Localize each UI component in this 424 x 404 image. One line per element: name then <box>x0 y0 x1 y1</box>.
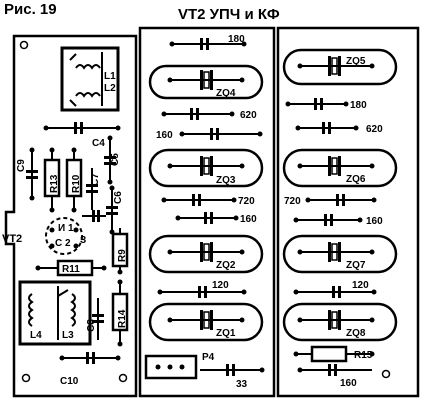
mid-cap-120-label: 120 <box>212 280 229 291</box>
capacitor-c8-label: C8 <box>86 319 97 332</box>
transistor-vt2: VT2 И 1 С 2 З <box>2 217 86 255</box>
right-cap-120: 120 <box>293 280 377 298</box>
resistor-r9-label: R9 <box>117 249 128 262</box>
crystal-zq8-label: ZQ8 <box>346 328 366 339</box>
resistor-r10-label: R10 <box>71 174 82 193</box>
resistor-r14: R14 <box>111 279 129 347</box>
pin-drain-label: С 2 <box>55 238 71 249</box>
crystal-zq3-label: ZQ3 <box>216 175 236 186</box>
capacitor-c7: C7 <box>86 168 101 210</box>
capacitor-c4: C4 <box>43 122 121 149</box>
right-cap-160-a-label: 160 <box>366 216 383 227</box>
mid-cap-720-label: 720 <box>238 196 255 207</box>
crystal-zq1-label: ZQ1 <box>216 328 236 339</box>
crystal-zq2: ZQ2 <box>148 234 264 274</box>
right-cap-160-a: 160 <box>293 214 383 227</box>
right-cap-160-b-label: 160 <box>340 378 357 389</box>
figure-label: Рис. 19 <box>4 1 57 18</box>
connector-p4: P4 <box>144 352 215 380</box>
mid-cap-620: 620 <box>161 108 257 121</box>
capacitor-c5: C5 <box>104 135 121 185</box>
middle-board: 180 ZQ4 620 160 <box>138 26 276 398</box>
capacitor-c9: C9 <box>16 147 38 201</box>
mid-cap-160-b-label: 160 <box>240 214 257 225</box>
resistor-r13: R13 <box>43 147 61 213</box>
right-cap-620: 620 <box>295 122 383 135</box>
mid-cap-620-label: 620 <box>240 110 257 121</box>
right-cap-120-label: 120 <box>352 280 369 291</box>
right-cap-180-label: 180 <box>350 100 367 111</box>
pin-gate-label: З <box>80 235 86 246</box>
coil-l2-label: L2 <box>104 83 116 94</box>
right-cap-180: 180 <box>285 98 367 111</box>
pin-source-label: И 1 <box>58 223 74 234</box>
crystal-zq7: ZQ7 <box>282 234 398 274</box>
crystal-zq4: ZQ4 <box>148 64 264 100</box>
resistor-r9: R9 <box>111 228 129 275</box>
crystal-zq3: ZQ3 <box>148 148 264 188</box>
crystal-zq7-label: ZQ7 <box>346 260 366 271</box>
coil-l1-l2: L1 L2 <box>60 46 120 112</box>
coil-l4-label: L4 <box>30 330 42 341</box>
capacitor-c10: C10 <box>59 352 121 387</box>
coil-l3-l4: L4 L3 <box>18 280 92 346</box>
capacitor-c9-label: C9 <box>16 159 27 172</box>
capacitor-c6-label: C6 <box>113 191 124 204</box>
crystal-zq2-label: ZQ2 <box>216 260 236 271</box>
transistor-vt2-label: VT2 <box>2 233 22 245</box>
capacitor-c5-label: C5 <box>110 153 121 166</box>
right-board: ZQ5 180 620 ZQ6 <box>276 26 420 398</box>
resistor-r11: R11 <box>35 259 107 277</box>
mid-cap-160-b: 160 <box>175 212 257 225</box>
mid-cap-33: 33 <box>200 364 265 390</box>
mid-cap-720: 720 <box>161 194 255 207</box>
crystal-zq4-label: ZQ4 <box>216 88 236 99</box>
crystal-zq1: ZQ1 <box>148 302 264 342</box>
connector-p4-label: P4 <box>202 352 215 363</box>
capacitor-small <box>82 210 106 222</box>
mid-cap-180: 180 <box>169 34 247 50</box>
right-cap-620-label: 620 <box>366 124 383 135</box>
resistor-r10: R10 <box>65 147 83 213</box>
crystal-zq6-label: ZQ6 <box>346 174 366 185</box>
right-cap-720: 720 <box>284 194 377 207</box>
resistor-r13-label: R13 <box>49 174 60 193</box>
mid-cap-33-label: 33 <box>236 379 248 390</box>
crystal-zq5: ZQ5 <box>282 48 398 86</box>
resistor-r15-label: R15 <box>354 350 373 361</box>
mid-cap-160-a: 160 <box>156 128 263 141</box>
capacitor-c10-label: C10 <box>60 376 79 387</box>
mid-cap-160-a-label: 160 <box>156 130 173 141</box>
coil-l3-label: L3 <box>62 330 74 341</box>
resistor-r11-label: R11 <box>62 264 80 275</box>
right-cap-720-label: 720 <box>284 196 301 207</box>
mid-cap-120: 120 <box>157 280 247 298</box>
coil-l1-label: L1 <box>104 71 116 82</box>
capacitor-c8: C8 <box>86 298 104 340</box>
left-board: L1 L2 C4 C5 C9 <box>2 34 138 398</box>
right-cap-160-b: 160 <box>297 364 372 389</box>
board-title: VT2 УПЧ и КФ <box>178 6 280 23</box>
crystal-zq8: ZQ8 <box>282 302 398 342</box>
crystal-zq6: ZQ6 <box>282 148 398 188</box>
resistor-r14-label: R14 <box>117 309 128 328</box>
capacitor-c7-label: C7 <box>90 173 101 186</box>
mid-cap-180-label: 180 <box>228 34 245 45</box>
capacitor-c4-label: C4 <box>92 138 105 149</box>
resistor-r15: R15 <box>293 345 375 363</box>
crystal-zq5-label: ZQ5 <box>346 56 366 67</box>
